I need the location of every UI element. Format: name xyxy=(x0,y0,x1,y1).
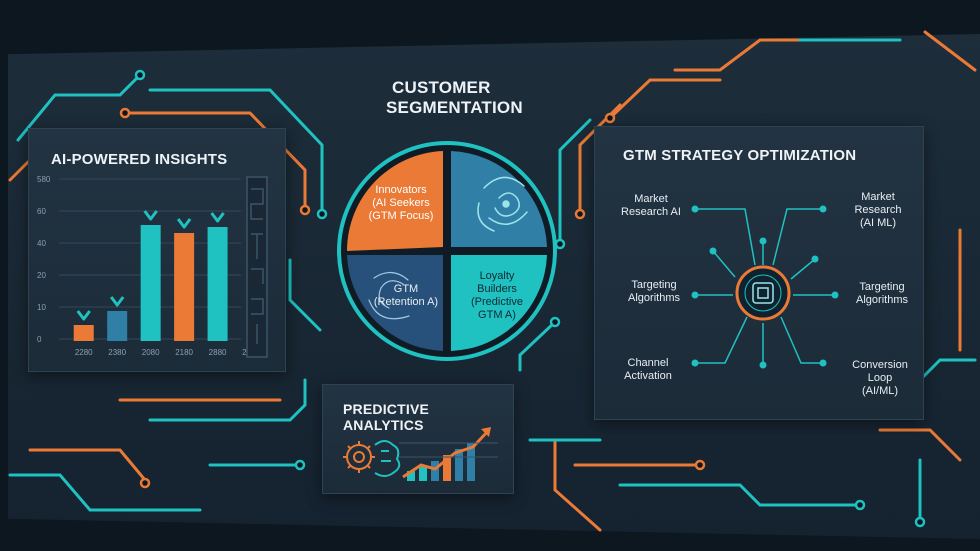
chevron-marker-icon xyxy=(143,210,158,221)
bar xyxy=(107,311,128,341)
y-tick-label: 20 xyxy=(37,271,46,280)
gtm-title: GTM STRATEGY OPTIMIZATION xyxy=(623,147,857,164)
segment-top-right xyxy=(451,151,547,247)
predictive-title: PREDICTIVE ANALYTICS xyxy=(343,401,430,433)
y-tick-label: 580 xyxy=(37,175,51,184)
chevron-marker-icon xyxy=(210,212,225,223)
bar xyxy=(207,227,228,341)
swirl-icon-bottom-left xyxy=(368,271,410,320)
bar xyxy=(140,225,161,341)
brain-gear-icon xyxy=(343,441,375,473)
gtm-network xyxy=(691,205,839,369)
predictive-graphic xyxy=(343,427,498,481)
node-conversion-loop: Conversion Loop (AI/ML) xyxy=(852,359,908,397)
node-targeting-right: Targeting Algorithms xyxy=(856,281,908,306)
insights-panel: AI-POWERED INSIGHTS 0 10 20 40 60 580 2280 238… xyxy=(28,128,286,372)
circuit-strip xyxy=(246,176,268,358)
segment-bottom-right xyxy=(451,255,547,351)
y-tick-label: 0 xyxy=(37,335,42,344)
segmentation-title-line2: SEGMENTATION xyxy=(386,98,523,117)
x-tick-label: 2380 xyxy=(108,348,126,357)
node-targeting-left: Targeting Algorithms xyxy=(628,279,680,304)
x-tick-label: 2080 xyxy=(142,348,160,357)
x-tick-label: 2880 xyxy=(209,348,227,357)
y-tick-label: 60 xyxy=(37,207,46,216)
x-tick-label: 2180 xyxy=(175,348,193,357)
predictive-panel: PREDICTIVE ANALYTICS xyxy=(322,384,514,494)
segment-bottom-left xyxy=(347,255,443,351)
brain-icon xyxy=(374,440,401,477)
gtm-panel: GTM STRATEGY OPTIMIZATION xyxy=(594,126,924,420)
insights-title: AI-POWERED INSIGHTS xyxy=(51,151,228,168)
segmentation-title-line1: CUSTOMER xyxy=(392,78,491,97)
segment-innovators-label: Innovators (AI Seekers (GTM Focus) xyxy=(368,184,434,222)
chevron-marker-icon xyxy=(76,310,91,321)
node-channel-activation: Channel Activation xyxy=(624,357,672,382)
segment-top-left xyxy=(346,151,443,251)
y-tick-label: 10 xyxy=(37,303,46,312)
y-tick-label: 40 xyxy=(37,239,46,248)
growth-bars xyxy=(407,443,475,481)
segment-loyalty-label: Loyalty Builders (Predictive GTM A) xyxy=(471,270,523,321)
bar xyxy=(73,325,94,341)
node-market-research-left: Market Research AI xyxy=(621,193,681,218)
segment-gtm-label: GTM (Retention A) xyxy=(373,283,439,308)
node-market-research-right: Market Research (AI ML) xyxy=(854,191,902,229)
chevron-marker-icon xyxy=(109,296,125,307)
segmentation-wheel xyxy=(337,141,557,361)
swirl-icon-top-right xyxy=(477,176,528,232)
bar xyxy=(174,233,195,341)
x-tick-label: 2280 xyxy=(75,348,93,357)
trend-arrow xyxy=(402,429,490,479)
ai-chip-icon xyxy=(752,282,774,304)
chevron-marker-icon xyxy=(176,218,192,229)
